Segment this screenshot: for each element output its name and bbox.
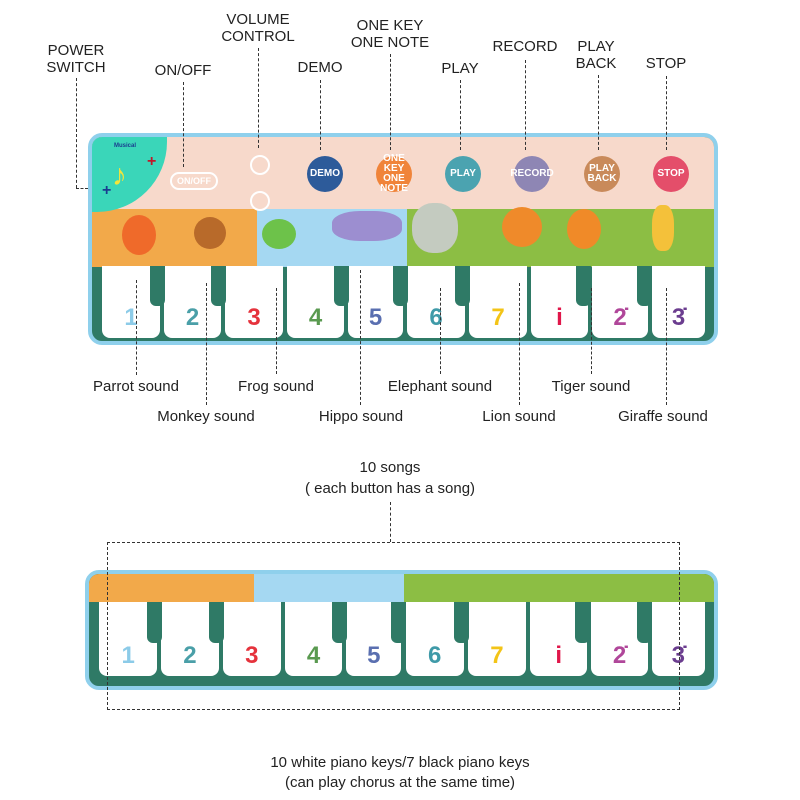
play-back-label: PLAY BACK <box>575 38 617 72</box>
keys-highlight-box <box>107 542 680 710</box>
hippo-sound-label: Hippo sound <box>318 408 404 425</box>
elephant-sound-label: Elephant sound <box>387 378 493 395</box>
parrot-illustration[interactable] <box>122 215 156 255</box>
elephant-illustration[interactable] <box>412 203 458 253</box>
volume-down-icon: + <box>102 182 112 199</box>
black-key-7[interactable] <box>636 602 652 643</box>
black-key-5[interactable] <box>455 266 470 306</box>
black-key-4[interactable] <box>391 602 407 643</box>
play-button[interactable]: PLAY <box>445 156 481 192</box>
volume-control-label: VOLUME CONTROL <box>221 11 295 45</box>
black-key-3[interactable] <box>332 602 348 643</box>
top-piano-mat: Musical ♪ + + ON/OFF DEMO ONE KEY ONE NOT… <box>88 133 718 345</box>
volume-up-button[interactable] <box>250 155 270 175</box>
giraffe-illustration[interactable] <box>652 205 674 251</box>
play-label: PLAY <box>441 60 479 77</box>
stop-label: STOP <box>645 55 687 72</box>
music-note-icon: ♪ <box>112 159 127 192</box>
play-back-button[interactable]: PLAY BACK <box>584 156 620 192</box>
black-key-1[interactable] <box>150 266 165 306</box>
parrot-sound-label: Parrot sound <box>93 378 179 395</box>
black-key-7[interactable] <box>637 266 652 306</box>
record-label: RECORD <box>492 38 558 55</box>
white-key-3[interactable]: 3 <box>225 266 283 338</box>
on-off-label: ON/OFF <box>154 62 212 79</box>
volume-up-icon: + <box>147 153 157 170</box>
volume-down-button[interactable] <box>250 191 270 211</box>
white-key-10[interactable]: 3̇ <box>651 602 705 676</box>
black-key-2[interactable] <box>208 602 224 643</box>
stop-button[interactable]: STOP <box>653 156 689 192</box>
record-button[interactable]: RECORD <box>510 156 554 192</box>
one-key-one-note-label: ONE KEY ONE NOTE <box>350 17 430 51</box>
tiger-illustration[interactable] <box>567 209 601 249</box>
on-off-button[interactable]: ON/OFF <box>170 172 218 190</box>
black-key-5[interactable] <box>453 602 469 643</box>
songs-count-text: 10 songs <box>359 459 421 476</box>
monkey-illustration[interactable] <box>194 217 226 249</box>
demo-label: DEMO <box>297 59 343 76</box>
keys-count-text: 10 white piano keys/7 black piano keys <box>270 754 530 771</box>
lion-illustration[interactable] <box>502 207 542 247</box>
black-key-6[interactable] <box>576 266 591 306</box>
demo-button[interactable]: DEMO <box>307 156 343 192</box>
black-key-1[interactable] <box>147 602 163 643</box>
lion-sound-label: Lion sound <box>482 408 556 425</box>
frog-sound-label: Frog sound <box>238 378 314 395</box>
white-key-7[interactable]: 7 <box>467 602 527 676</box>
tiger-sound-label: Tiger sound <box>551 378 631 395</box>
black-key-3[interactable] <box>334 266 349 306</box>
power-switch-module[interactable]: Musical ♪ + + <box>92 137 167 212</box>
white-key-7[interactable]: 7 <box>469 266 527 338</box>
keys-chorus-text: (can play chorus at the same time) <box>284 774 516 791</box>
white-key-10[interactable]: 3̇ <box>652 266 705 338</box>
black-key-4[interactable] <box>393 266 408 306</box>
black-key-2[interactable] <box>211 266 226 306</box>
black-key-6[interactable] <box>575 602 591 643</box>
white-key-3[interactable]: 3 <box>222 602 281 676</box>
songs-detail-text: ( each button has a song) <box>304 480 476 497</box>
power-switch-label: POWER SWITCH <box>46 42 106 76</box>
one-key-one-note-button[interactable]: ONE KEY ONE NOTE <box>376 154 412 194</box>
frog-illustration[interactable] <box>262 219 296 249</box>
giraffe-sound-label: Giraffe sound <box>618 408 708 425</box>
hippo-illustration[interactable] <box>332 211 402 241</box>
monkey-sound-label: Monkey sound <box>157 408 255 425</box>
